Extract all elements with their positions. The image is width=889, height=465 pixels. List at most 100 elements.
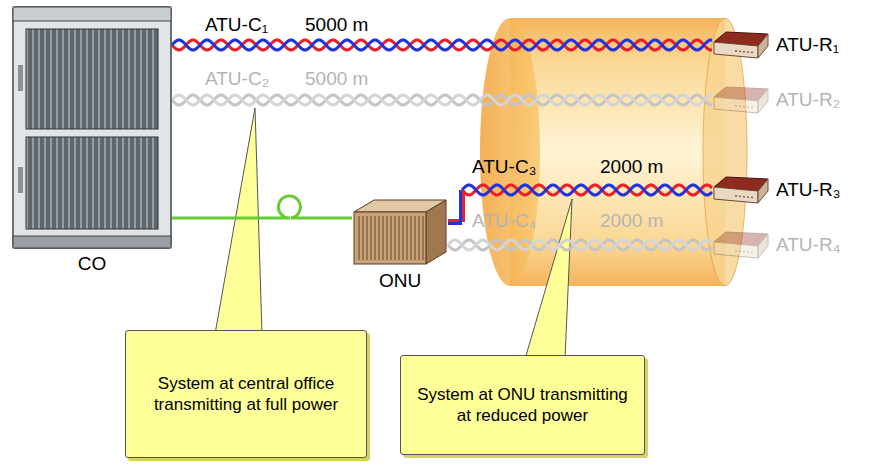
modem-led [751,52,753,54]
callout-pointer [215,108,262,334]
modem-led [751,197,753,199]
modem-led [743,106,745,108]
wire-strand [448,240,712,250]
modem-led [743,251,745,253]
modem-led [747,106,749,108]
onu-slat [418,216,419,260]
modem-front [714,242,758,258]
rack-panel [26,137,158,229]
modem-led [739,50,741,52]
modem-led [735,195,737,197]
modem-node: ATU-R₄ [712,227,840,263]
modem-led [747,51,749,53]
onu-icon [352,198,448,266]
onu-slat [370,216,371,260]
wire-strand [448,240,712,250]
distance-label: 5000 m [305,14,368,36]
onu-slat [406,216,407,260]
twisted-pair-connector [172,40,712,50]
onu-slat [386,216,387,260]
modem-led [751,252,753,254]
rack-panel [26,29,158,129]
rack-cabinet [13,7,171,248]
modem-icon [712,83,770,117]
callout-box: System at central office transmitting at… [125,330,367,458]
distance-label: 2000 m [600,156,663,178]
modem-led [739,250,741,252]
port-label: ATU-C₂ [205,68,269,90]
modem-led [735,50,737,52]
port-label: ATU-C₄ [472,210,536,232]
modem-side [758,179,768,203]
modem-node: ATU-R₃ [712,172,840,208]
node-label: ONU [352,270,448,292]
onu-slat [362,216,363,260]
rack-icon [12,5,172,250]
modem-label: ATU-R₂ [776,89,840,111]
onu-slat [378,216,379,260]
onu-slat [414,216,415,260]
onu-slat [374,216,375,260]
wire-strand [462,185,712,195]
distance-label: 2000 m [600,210,663,232]
modem-led [751,107,753,109]
onu-slat [390,216,391,260]
modem-front [714,42,758,58]
onu-side [426,200,446,264]
rack-base [13,236,171,248]
fiber-line [172,196,352,218]
callout-text: System at central office transmitting at… [138,373,354,415]
wire-strand [172,40,712,50]
modem-side [758,89,768,113]
wire-strand [172,95,712,105]
fiber-connector [172,196,352,218]
distance-label: 5000 m [305,68,368,90]
modem-icon [712,228,770,262]
onu-slat [358,216,359,260]
twisted-pair-connector [448,240,712,250]
wire-strand [462,185,712,195]
onu-slat [394,216,395,260]
port-label: ATU-C₁ [205,14,268,36]
onu-slat [402,216,403,260]
rack-handle [18,65,23,91]
wire-strand [172,40,712,50]
node-label: CO [12,253,172,275]
onu-front [354,212,426,264]
onu-slat [398,216,399,260]
modem-node: ATU-R₂ [712,82,840,118]
modem-side [758,234,768,258]
modem-led [743,196,745,198]
modem-label: ATU-R₃ [776,179,840,201]
onu-node: ONU [352,198,448,292]
wire-strand [448,190,461,224]
callout-box: System at ONU transmitting at reduced po… [400,355,645,455]
modem-node: ATU-R₁ [712,27,839,63]
wire-strand [172,95,712,105]
port-label: ATU-C₃ [472,156,536,178]
central-office-node: CO [12,5,172,275]
modem-led [747,196,749,198]
modem-led [743,51,745,53]
onu-slat [366,216,367,260]
modem-label: ATU-R₁ [776,34,839,56]
modem-led [739,195,741,197]
twisted-pair-connector [172,95,712,105]
modem-led [735,105,737,107]
rack-handle [18,167,23,193]
modem-icon [712,173,770,207]
onu-slat [422,216,423,260]
modem-icon [712,28,770,62]
modem-led [735,250,737,252]
modem-label: ATU-R₄ [776,234,840,256]
modem-led [747,251,749,253]
callout-text: System at ONU transmitting at reduced po… [413,384,632,426]
modem-front [714,187,758,203]
modem-front [714,97,758,113]
onu-slat [410,216,411,260]
modem-led [739,105,741,107]
modem-side [758,34,768,58]
rack-cap [13,7,171,21]
